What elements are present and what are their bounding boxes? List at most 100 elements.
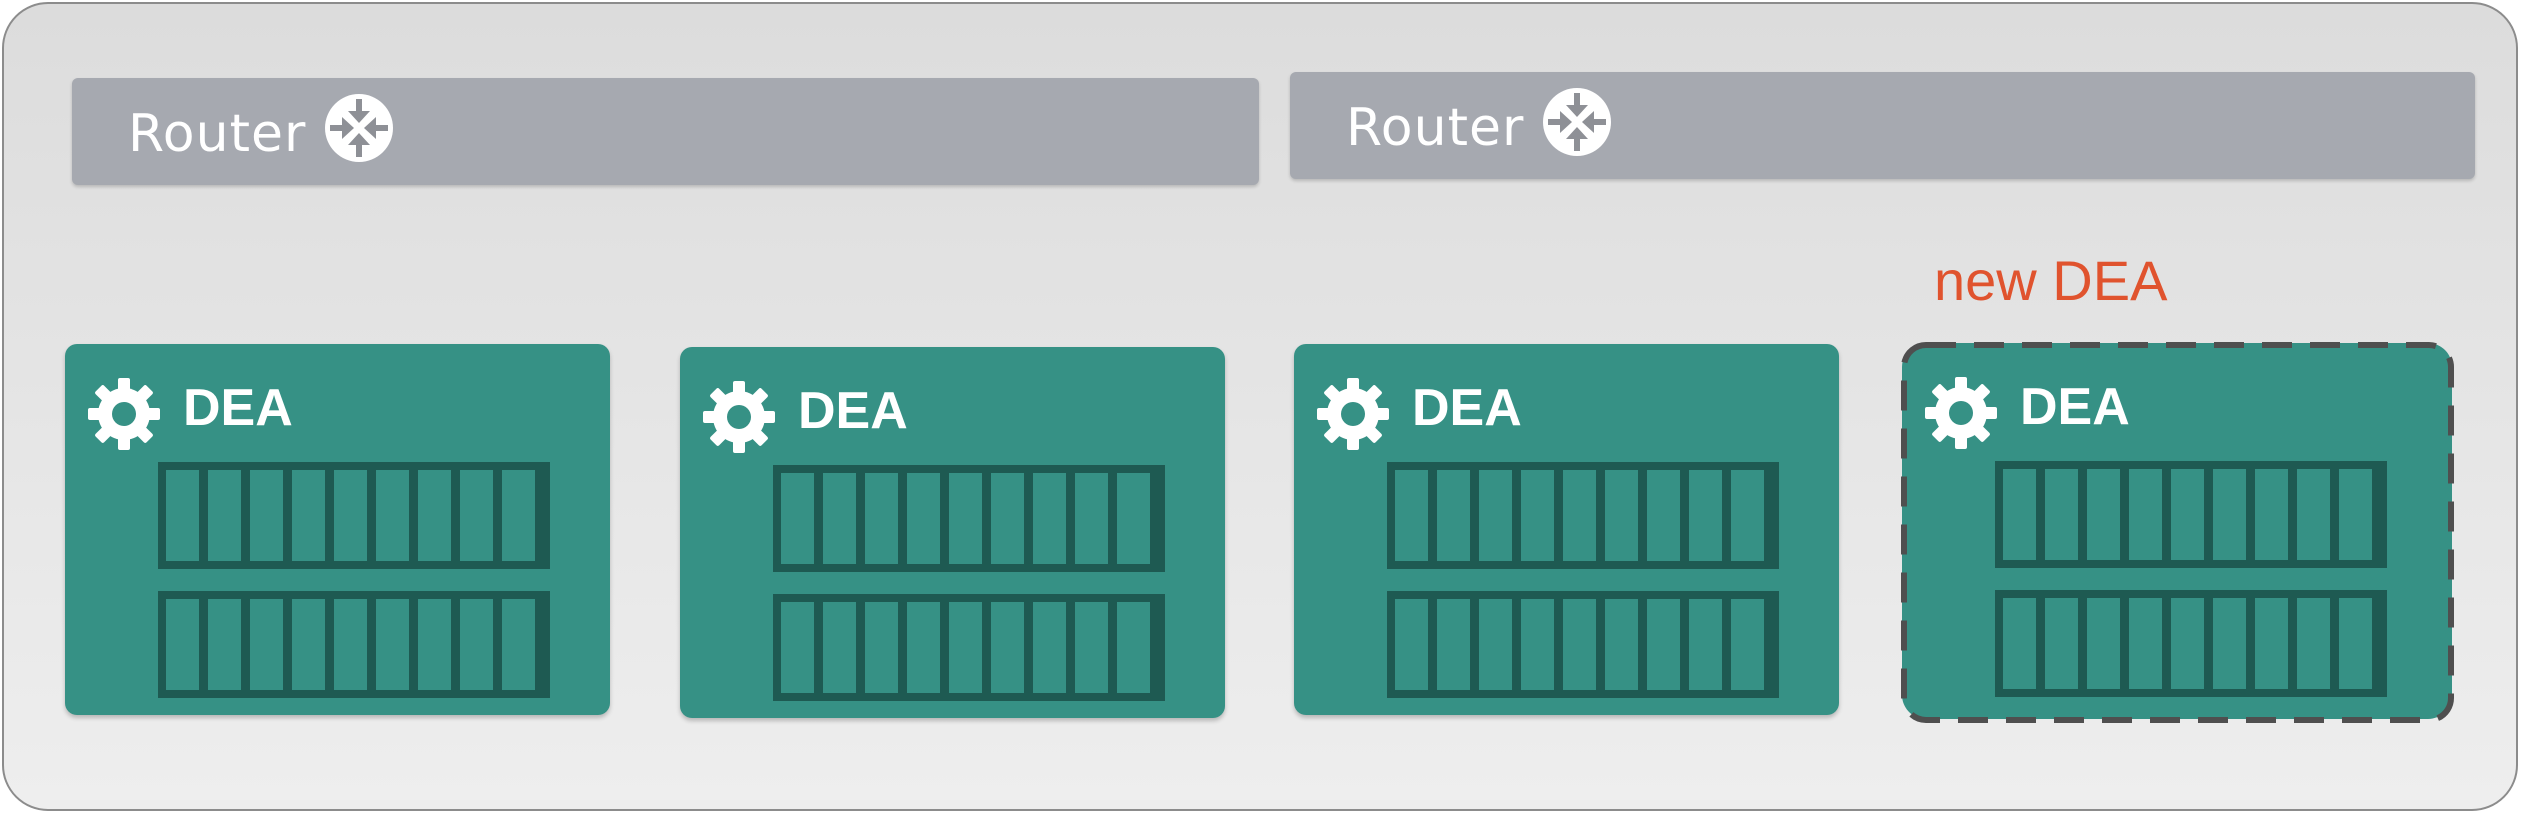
gear-icon bbox=[703, 381, 775, 453]
container-slot bbox=[2045, 598, 2078, 689]
router-bar-2: Router bbox=[1290, 72, 2475, 179]
container-slot bbox=[991, 602, 1024, 693]
container-slot bbox=[376, 599, 409, 690]
container-slot bbox=[823, 602, 856, 693]
container-slot bbox=[1075, 473, 1108, 564]
container-slot bbox=[418, 599, 451, 690]
container-slot bbox=[1395, 470, 1428, 561]
container-slot bbox=[1033, 473, 1066, 564]
dea-node-new: DEA bbox=[1902, 343, 2452, 719]
router-label: Router bbox=[128, 104, 307, 164]
new-dea-label: new DEA bbox=[1934, 249, 2168, 312]
container-slot bbox=[865, 473, 898, 564]
router-icon bbox=[1543, 88, 1611, 156]
dea-title: DEA bbox=[798, 382, 908, 440]
container-slot bbox=[1563, 470, 1596, 561]
container-slot bbox=[1521, 599, 1554, 690]
gear-icon bbox=[1317, 378, 1389, 450]
container-slot bbox=[2129, 469, 2162, 560]
container-slot bbox=[1647, 599, 1680, 690]
container-slot bbox=[907, 602, 940, 693]
container-slot bbox=[502, 470, 535, 561]
container-rack bbox=[773, 594, 1165, 701]
dea-title: DEA bbox=[2020, 378, 2130, 436]
container-slot bbox=[292, 599, 325, 690]
container-slot bbox=[1605, 470, 1638, 561]
container-slot bbox=[250, 599, 283, 690]
container-slot bbox=[1437, 599, 1470, 690]
dea-title: DEA bbox=[1412, 379, 1522, 437]
container-slot bbox=[2213, 598, 2246, 689]
container-slot bbox=[1605, 599, 1638, 690]
container-rack bbox=[773, 465, 1165, 572]
container-slot bbox=[865, 602, 898, 693]
container-slot bbox=[2213, 469, 2246, 560]
container-slot bbox=[2045, 469, 2078, 560]
router-bar-1: Router bbox=[72, 78, 1259, 185]
dea-title: DEA bbox=[183, 379, 293, 437]
container-slot bbox=[502, 599, 535, 690]
container-rack bbox=[158, 591, 550, 698]
container-slot bbox=[2297, 598, 2330, 689]
container-slot bbox=[376, 470, 409, 561]
container-slot bbox=[2171, 598, 2204, 689]
container-slot bbox=[460, 470, 493, 561]
container-slot bbox=[166, 599, 199, 690]
dea-node-1: DEA bbox=[65, 344, 610, 715]
container-slot bbox=[1117, 473, 1150, 564]
container-slot bbox=[1479, 599, 1512, 690]
container-slot bbox=[1563, 599, 1596, 690]
container-slot bbox=[2171, 469, 2204, 560]
router-label: Router bbox=[1346, 98, 1525, 158]
container-slot bbox=[1033, 602, 1066, 693]
container-slot bbox=[991, 473, 1024, 564]
container-slot bbox=[1647, 470, 1680, 561]
container-rack bbox=[1387, 591, 1779, 698]
container-rack bbox=[1995, 461, 2387, 568]
container-slot bbox=[2255, 598, 2288, 689]
dea-node-2: DEA bbox=[680, 347, 1225, 718]
container-slot bbox=[949, 602, 982, 693]
container-slot bbox=[781, 602, 814, 693]
container-slot bbox=[2339, 598, 2372, 689]
container-slot bbox=[1731, 599, 1764, 690]
gear-icon bbox=[1925, 377, 1997, 449]
container-slot bbox=[2297, 469, 2330, 560]
container-slot bbox=[2129, 598, 2162, 689]
gear-icon bbox=[88, 378, 160, 450]
container-slot bbox=[166, 470, 199, 561]
container-slot bbox=[208, 599, 241, 690]
container-slot bbox=[781, 473, 814, 564]
container-rack bbox=[1995, 590, 2387, 697]
container-slot bbox=[1521, 470, 1554, 561]
container-slot bbox=[2339, 469, 2372, 560]
dea-node-3: DEA bbox=[1294, 344, 1839, 715]
container-slot bbox=[1395, 599, 1428, 690]
container-slot bbox=[949, 473, 982, 564]
container-slot bbox=[1689, 599, 1722, 690]
container-slot bbox=[418, 470, 451, 561]
container-slot bbox=[1437, 470, 1470, 561]
container-slot bbox=[292, 470, 325, 561]
container-slot bbox=[2003, 598, 2036, 689]
container-slot bbox=[250, 470, 283, 561]
container-slot bbox=[1731, 470, 1764, 561]
container-slot bbox=[2003, 469, 2036, 560]
container-slot bbox=[2087, 598, 2120, 689]
container-slot bbox=[1075, 602, 1108, 693]
container-slot bbox=[208, 470, 241, 561]
container-slot bbox=[907, 473, 940, 564]
container-slot bbox=[2087, 469, 2120, 560]
container-rack bbox=[1387, 462, 1779, 569]
container-slot bbox=[1479, 470, 1512, 561]
container-slot bbox=[460, 599, 493, 690]
container-slot bbox=[1117, 602, 1150, 693]
container-slot bbox=[823, 473, 856, 564]
container-slot bbox=[334, 599, 367, 690]
container-slot bbox=[334, 470, 367, 561]
router-icon bbox=[325, 94, 393, 162]
container-slot bbox=[1689, 470, 1722, 561]
container-slot bbox=[2255, 469, 2288, 560]
container-rack bbox=[158, 462, 550, 569]
